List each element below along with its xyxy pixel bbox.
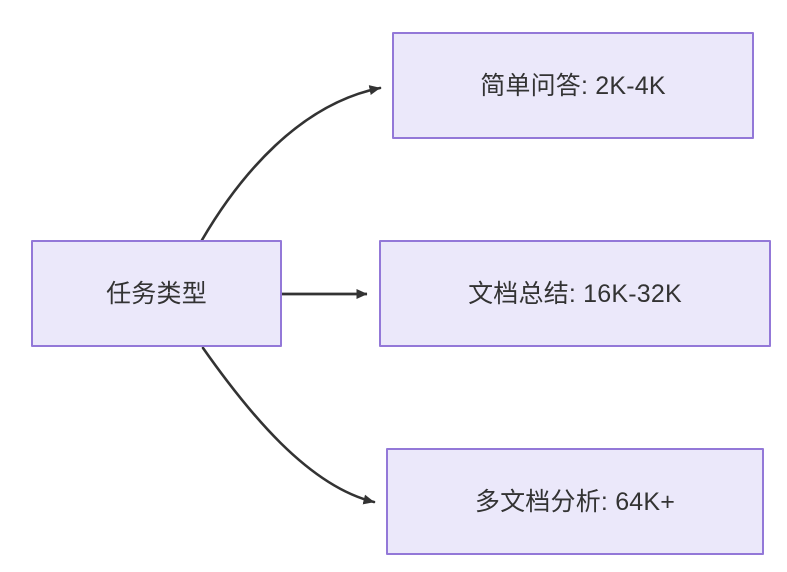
node-simple-qa-label: 简单问答: 2K-4K (480, 71, 666, 100)
node-doc-summary-label: 文档总结: 16K-32K (468, 279, 682, 308)
node-doc-summary[interactable]: 文档总结: 16K-32K (379, 240, 771, 347)
node-simple-qa[interactable]: 简单问答: 2K-4K (392, 32, 754, 139)
node-task-type[interactable]: 任务类型 (31, 240, 282, 347)
node-multi-doc[interactable]: 多文档分析: 64K+ (386, 448, 764, 555)
edge-source-to-multi-doc (201, 346, 376, 505)
node-task-type-label: 任务类型 (106, 279, 207, 308)
edge-source-to-simple-qa (200, 85, 382, 242)
node-multi-doc-label: 多文档分析: 64K+ (474, 487, 676, 516)
